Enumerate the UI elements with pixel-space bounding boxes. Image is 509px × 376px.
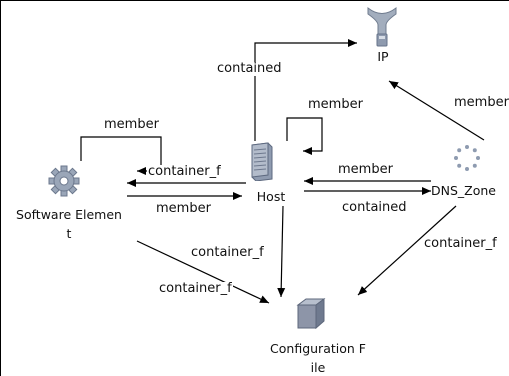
gear-icon — [48, 165, 80, 197]
edge-host-ip — [254, 39, 357, 141]
edge-label-host-config: container_f — [190, 245, 265, 260]
node-host[interactable]: Host — [241, 141, 301, 207]
node-config-label-1: Configuration F — [270, 341, 366, 356]
node-software-label-2: t — [66, 226, 72, 241]
node-configuration-file[interactable]: Configuration F ile — [253, 297, 383, 376]
edge-label-soft-host: member — [155, 201, 212, 216]
edge-dns-config — [357, 205, 457, 296]
edge-label-soft-self: member — [103, 117, 160, 132]
edge-label-soft-config: container_f — [158, 281, 233, 296]
edge-host-self — [286, 117, 323, 155]
edge-label-host-soft: container_f — [147, 164, 222, 179]
dotted-ring-icon — [454, 145, 480, 171]
edge-label-dns-config: container_f — [423, 236, 498, 251]
edge-dns-ip — [388, 80, 485, 141]
edge-label-dns-ip: member — [453, 95, 509, 110]
edge-soft-config — [136, 240, 270, 304]
node-software-label-1: Software Elemen — [16, 207, 122, 222]
edge-label-host-dns: contained — [341, 200, 408, 215]
edge-label-dns-host: member — [337, 162, 394, 177]
node-ip[interactable]: IP — [363, 3, 403, 69]
cube-icon — [296, 298, 326, 330]
node-config-label-2: ile — [310, 360, 326, 375]
server-icon — [251, 142, 273, 181]
edge-label-host-ip: contained — [216, 61, 283, 76]
edge-host-config — [277, 205, 286, 298]
node-host-label: Host — [256, 189, 286, 204]
edge-label-host-self: member — [307, 97, 364, 112]
node-dns-zone[interactable]: DNS_Zone — [431, 141, 509, 203]
node-dns-label: DNS_Zone — [431, 183, 496, 198]
node-ip-label: IP — [377, 49, 389, 64]
node-software-element[interactable]: Software Elemen t — [5, 161, 133, 245]
network-interface-icon — [367, 6, 397, 47]
